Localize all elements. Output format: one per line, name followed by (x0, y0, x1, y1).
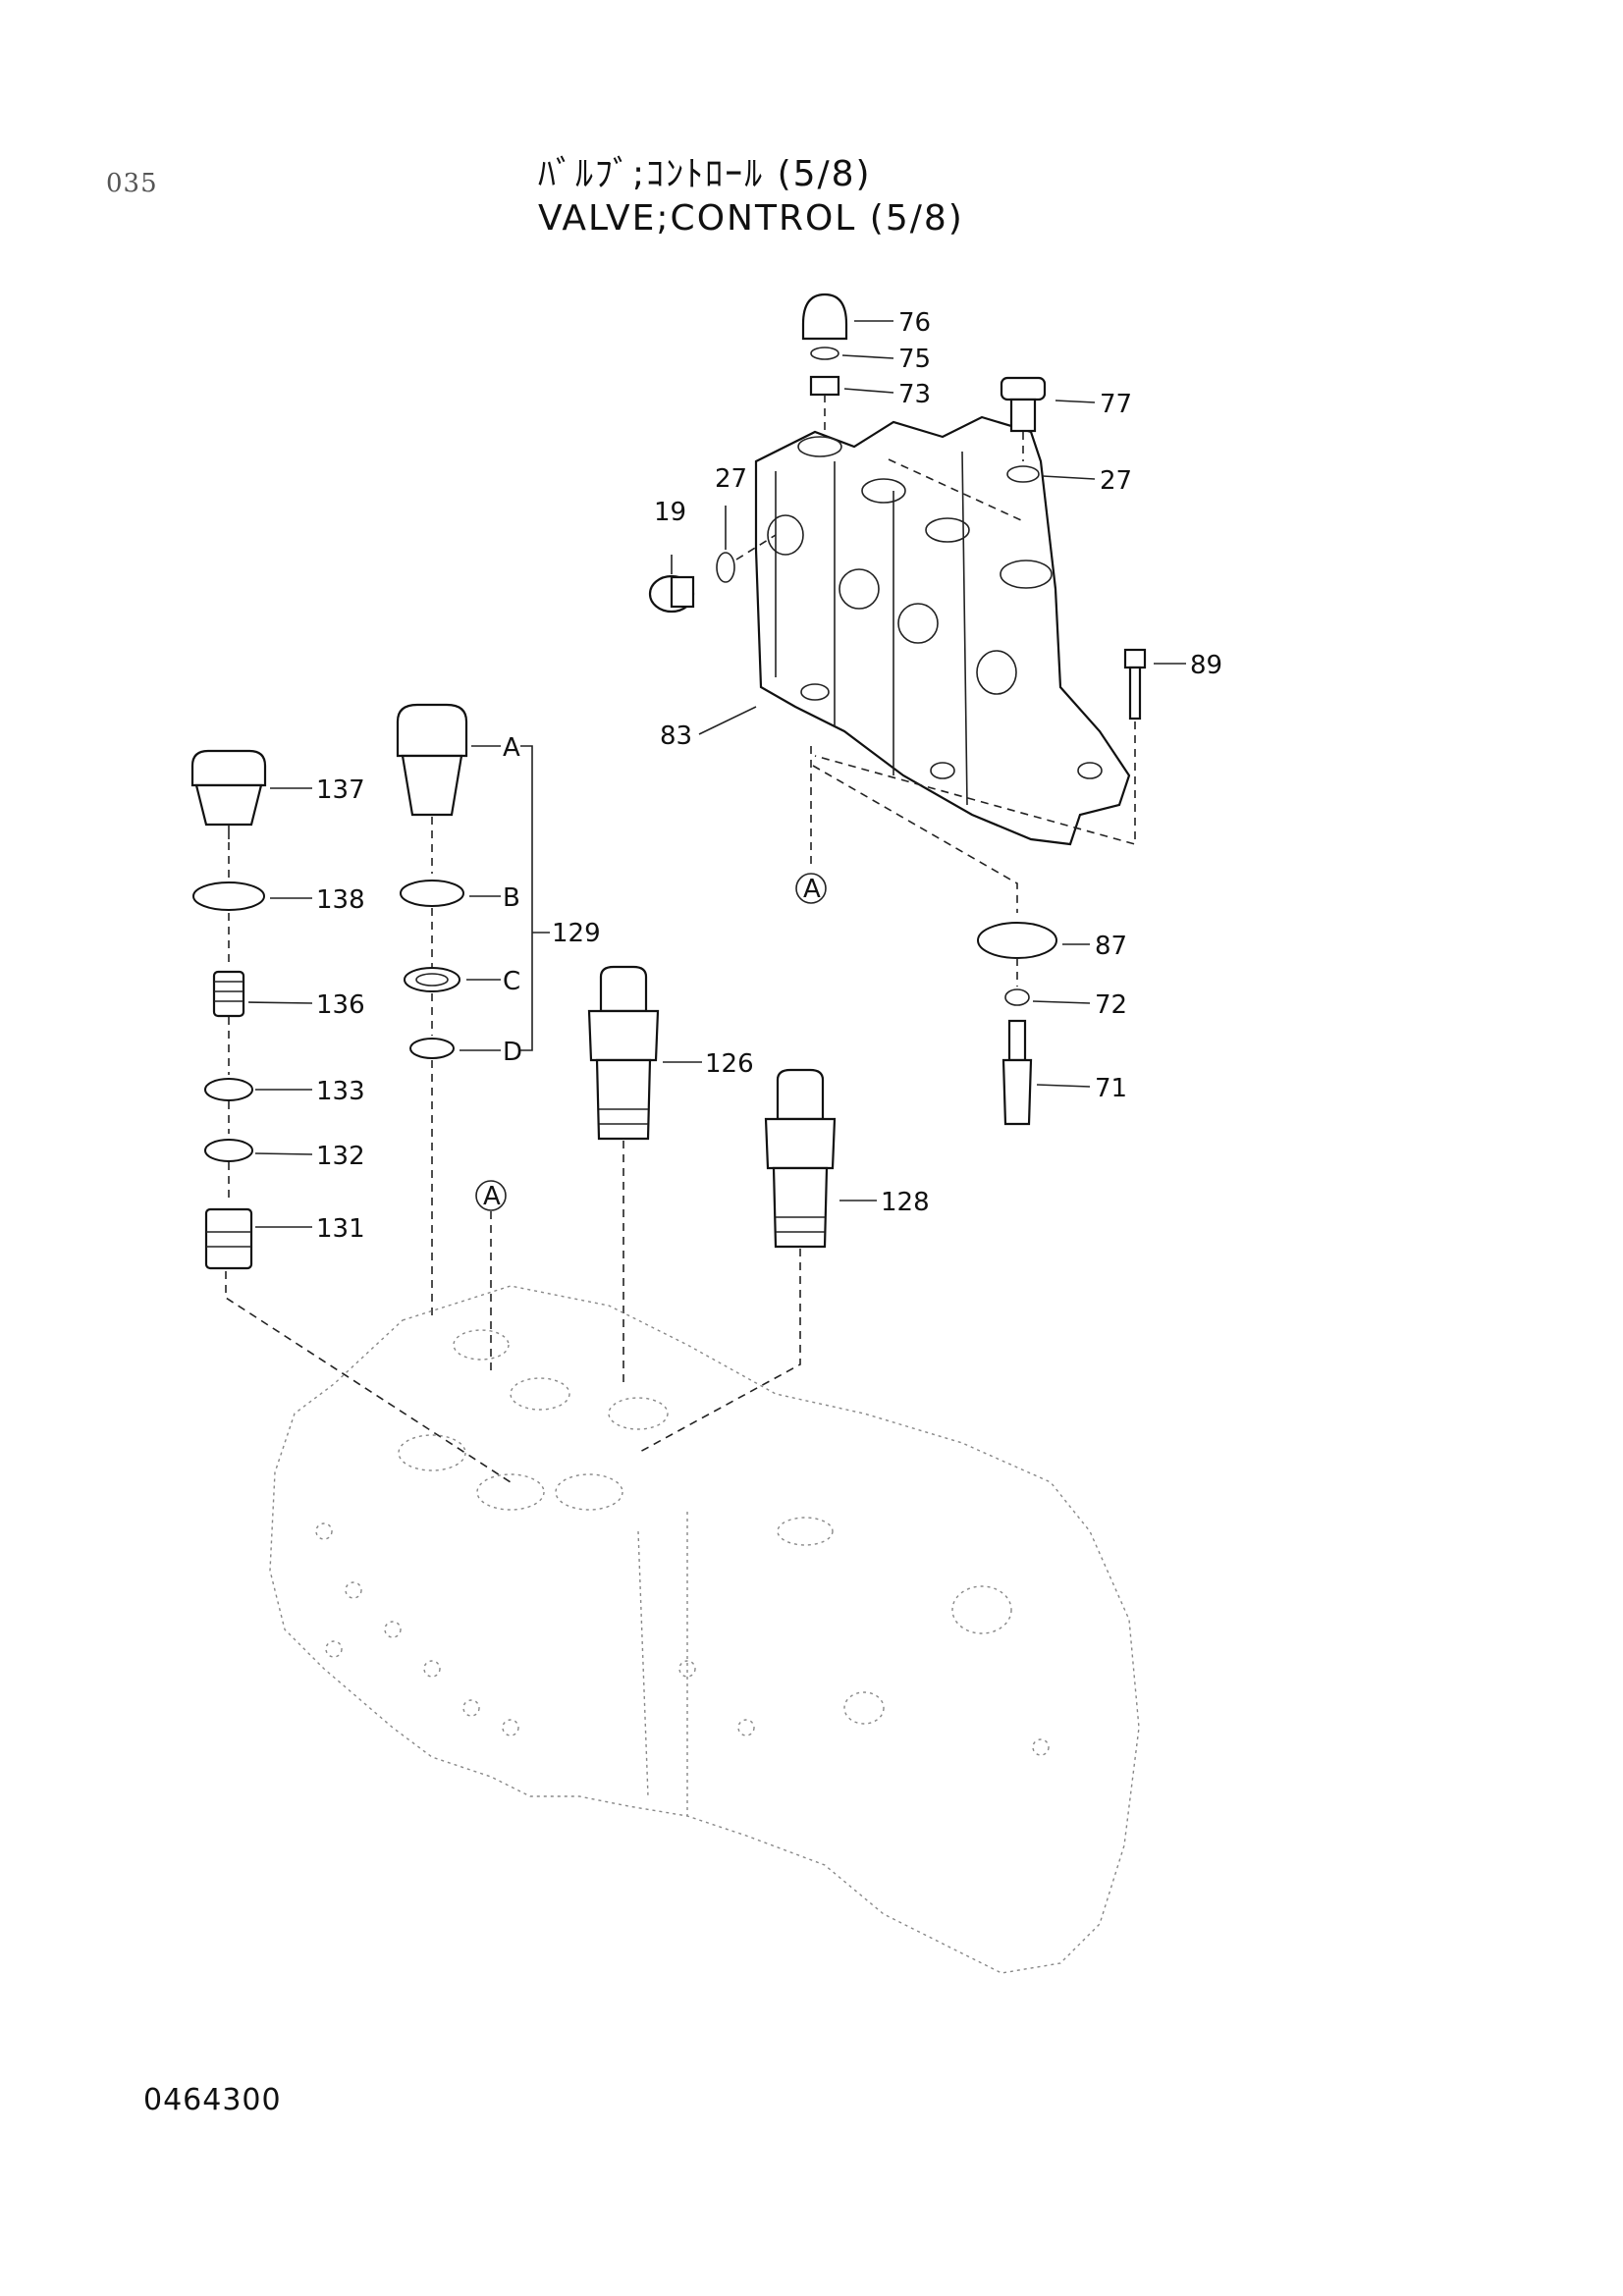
subpart-d: D (503, 1038, 522, 1067)
callout-126: 126 (705, 1049, 754, 1079)
part-75-snap-ring: 75 (810, 345, 931, 374)
subpart-a: A (503, 733, 520, 763)
callout-89: 89 (1190, 651, 1222, 680)
callout-19: 19 (654, 498, 686, 527)
part-126-relief-valve: 126 (587, 965, 754, 1384)
callout-129: 129 (552, 919, 601, 948)
part-77-plug: 77 (1000, 376, 1132, 461)
ref-label-a-bottom: A (483, 1182, 501, 1211)
main-valve-body (269, 1285, 1140, 1974)
ref-label-a-top: A (803, 875, 821, 904)
callout-137: 137 (316, 775, 365, 805)
callout-133: 133 (316, 1077, 365, 1106)
part-138-ring: 138 (192, 881, 365, 967)
callout-71: 71 (1095, 1074, 1127, 1103)
page-number: 035 (106, 169, 158, 198)
page-title-japanese: ﾊﾞﾙﾌﾞ;ｺﾝﾄﾛｰﾙ (5/8) (538, 154, 872, 194)
callout-138: 138 (316, 885, 365, 915)
callout-72: 72 (1095, 990, 1127, 1020)
part-89-bolt: 89 (814, 648, 1222, 846)
part-87-o-ring: 87 (977, 922, 1127, 987)
callout-73: 73 (898, 380, 931, 409)
part-137-plug: 137 (190, 749, 365, 879)
part-133-ring: 133 (204, 1077, 365, 1134)
callout-77: 77 (1100, 390, 1132, 419)
callout-27-right: 27 (1100, 466, 1132, 496)
callout-76: 76 (898, 308, 931, 338)
part-27-o-ring-right: 27 (888, 458, 1132, 521)
callout-131: 131 (316, 1214, 365, 1244)
part-71-plug: 71 (1001, 1019, 1127, 1126)
reference-circle-a-bottom: A (475, 1180, 507, 1374)
callout-136: 136 (316, 990, 365, 1020)
part-72-o-ring: 72 (1004, 988, 1127, 1020)
subpart-b: B (503, 883, 520, 913)
subpart-c: C (503, 967, 520, 996)
valve-cover-block (754, 415, 1131, 846)
part-27-o-ring-left: 27 (715, 464, 777, 583)
document-code: 0464300 (143, 2083, 282, 2117)
reference-circle-a-top: A (795, 746, 1018, 913)
part-129-assembly: A B C D 129 (396, 703, 601, 1315)
part-19-plug: 19 (648, 498, 695, 614)
callout-128: 128 (881, 1188, 930, 1217)
part-131-sleeve: 131 (204, 1207, 512, 1483)
part-73-nut: 73 (809, 375, 931, 437)
callout-75: 75 (898, 345, 931, 374)
part-128-relief-valve: 128 (637, 1068, 930, 1454)
page-title-english: VALVE;CONTROL (5/8) (538, 198, 964, 239)
part-132-ring: 132 (204, 1139, 365, 1202)
part-76-cap: 76 (801, 293, 931, 341)
part-136-spring: 136 (212, 970, 365, 1075)
callout-87: 87 (1095, 932, 1127, 961)
callout-132: 132 (316, 1142, 365, 1171)
callout-83: 83 (660, 721, 692, 751)
callout-27-left: 27 (715, 464, 747, 494)
